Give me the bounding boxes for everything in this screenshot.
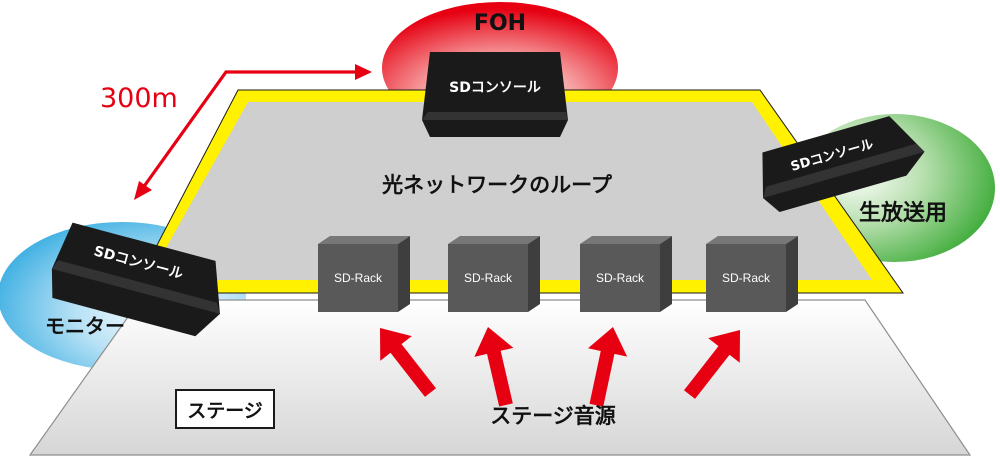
network-platform <box>148 102 872 280</box>
sd-rack-4: SD-Rack <box>706 236 798 312</box>
source-arrow-3 <box>588 327 628 407</box>
source-arrow-2 <box>474 327 514 407</box>
sd-rack-label: SD-Rack <box>334 271 383 285</box>
monitor-label: モニター <box>45 314 125 338</box>
sd-rack-3: SD-Rack <box>580 236 672 312</box>
distance-label: 300m <box>100 83 178 114</box>
broadcast-label: 生放送用 <box>859 200 947 226</box>
sd-rack-2: SD-Rack <box>448 236 540 312</box>
source-arrow-4 <box>683 330 740 399</box>
sd-rack-1: SD-Rack <box>318 236 410 312</box>
network-label: 光ネットワークのループ <box>381 173 613 197</box>
sd-rack-label: SD-Rack <box>596 271 645 285</box>
sd-rack-label: SD-Rack <box>464 271 513 285</box>
foh-label: FOH <box>474 11 526 36</box>
distance-arrow <box>138 70 360 193</box>
foh-console-label: SDコンソール <box>449 80 541 96</box>
stage-label-box <box>175 389 275 429</box>
sd-rack-label: SD-Rack <box>722 271 771 285</box>
sources-label: ステージ音源 <box>490 404 616 428</box>
stage-label: ステージ <box>187 400 263 422</box>
distance-arrowhead-top <box>355 64 372 80</box>
foh-console: SDコンソール <box>422 52 568 137</box>
monitor-console: SDコンソール <box>51 222 220 337</box>
source-arrow-1 <box>380 328 437 397</box>
broadcast-console: SDコンソール <box>762 116 925 213</box>
distance-arrowhead-bottom <box>134 181 152 200</box>
